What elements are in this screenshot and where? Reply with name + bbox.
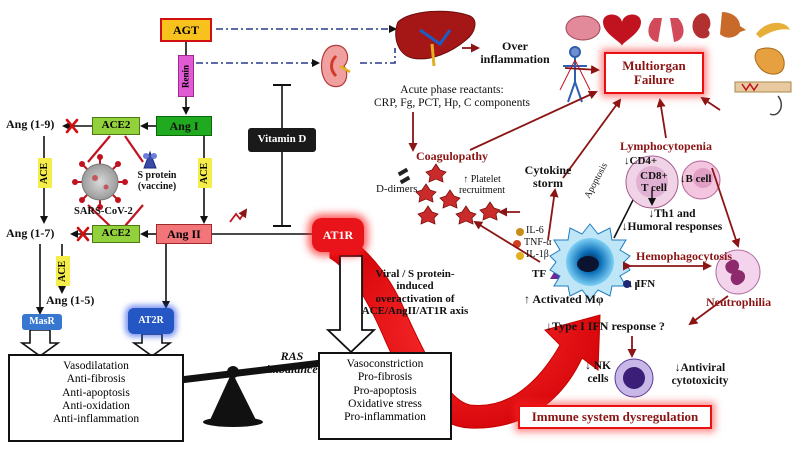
organ-icons (565, 12, 790, 46)
t-cell-icon (625, 155, 679, 209)
d-dimers-label: D-dimers (376, 183, 418, 195)
ang-1-7-label: Ang (1-7) (6, 226, 55, 240)
stomach-icon (754, 47, 785, 75)
ace-right-box: ACE (198, 158, 212, 188)
ace-left-box: ACE (38, 158, 52, 188)
neutrophil-icon (715, 249, 761, 295)
effect-left-item: Anti-apoptosis (62, 386, 130, 399)
big-red-arrow (329, 231, 601, 429)
tf-label: TF (532, 268, 547, 280)
sars-cov-2-label: SARS-CoV-2 (74, 206, 133, 217)
ang-1-9-label: Ang (1-9) (6, 117, 55, 131)
ace-mid-box: ACE (56, 256, 70, 286)
renin-box: Renin (178, 55, 194, 97)
platelet-icons (415, 163, 501, 225)
block-x-marks (65, 118, 90, 242)
ang1-box: Ang I (156, 116, 212, 136)
ang-1-5-label: Ang (1-5) (46, 293, 95, 307)
effect-left-item: Anti-oxidation (62, 399, 130, 412)
agt-box: AGT (160, 18, 212, 42)
cd8-label: CD8+T cell (640, 170, 668, 195)
macrophage-icon (549, 223, 631, 301)
at2r-box: AT2R (128, 308, 174, 334)
acute-phase-label: Acute phase reactants:CRP, Fg, PCT, Hp, … (373, 84, 531, 109)
ifn-label: ↓ IFN (628, 278, 656, 290)
type1-ifn-label: ↓Type I IFN response ? (546, 319, 665, 333)
liver-icon (395, 10, 476, 67)
d-dimer-icon (397, 167, 411, 185)
b-cell-icon (681, 160, 721, 200)
s-protein-label: S protein(vaccine) (137, 170, 177, 193)
ace2-top-box: ACE2 (92, 117, 140, 135)
cd4-label: ↓CD4+ (624, 155, 658, 167)
harmful-effects-box: Vasoconstriction Pro-fibrosis Pro-apopto… (318, 352, 452, 440)
protective-effects-box: Vasodilatation Anti-fibrosis Anti-apopto… (8, 354, 184, 442)
th1-humoral-label: ↓Th1 and↓Humoral responses (621, 208, 723, 233)
open-arrow-at1r (325, 255, 377, 354)
human-figure-icon (559, 46, 591, 103)
viral-overactivation-note: Viral / S protein-induced overactivation… (361, 268, 469, 317)
b-cell-label: ↓B cell (680, 173, 712, 185)
hemophagocytosis-label: Hemophagocytosis (636, 249, 732, 263)
effect-right-item: Pro-apoptosis (353, 384, 417, 397)
effect-left-item: Anti-inflammation (52, 413, 140, 426)
ang2-box: Ang II (156, 224, 212, 244)
effect-right-item: Vasoconstriction (346, 358, 424, 370)
open-arrow-masr (19, 329, 61, 357)
ace2-bottom-box: ACE2 (92, 225, 140, 243)
effect-right-item: Pro-inflammation (344, 411, 426, 424)
virus-icon (72, 154, 128, 210)
vessel-icon (734, 81, 792, 93)
neutrophilia-label: Neutrophilia (706, 295, 772, 309)
coagulopathy-label: Coagulopathy (416, 149, 489, 163)
open-arrow-at2r (131, 333, 173, 357)
effect-right-item: Oxidative stress (348, 397, 422, 410)
effect-left-item: Anti-fibrosis (66, 373, 126, 386)
s-protein-icon (143, 150, 157, 169)
cytokine-tnf: TNF-α (524, 237, 552, 248)
activated-macrophage-label: ↑ Activated Mφ (524, 292, 604, 306)
lymphocytopenia-label: Lymphocytopenia (620, 139, 713, 153)
masr-box: MasR (22, 314, 62, 330)
cytokine-il1b: IL-1β (526, 249, 549, 260)
vitamin-d-box: Vitamin D (248, 128, 316, 152)
cytokine-il6: IL-6 (526, 225, 544, 236)
effect-left-item: Vasodilatation (63, 360, 129, 372)
kidney-icon (320, 44, 351, 88)
effect-right-item: Pro-fibrosis (357, 371, 413, 384)
at1r-box: AT1R (312, 218, 364, 252)
immune-dysregulation-box: Immune system dysregulation (518, 405, 712, 429)
nk-cell-icon (614, 358, 654, 398)
